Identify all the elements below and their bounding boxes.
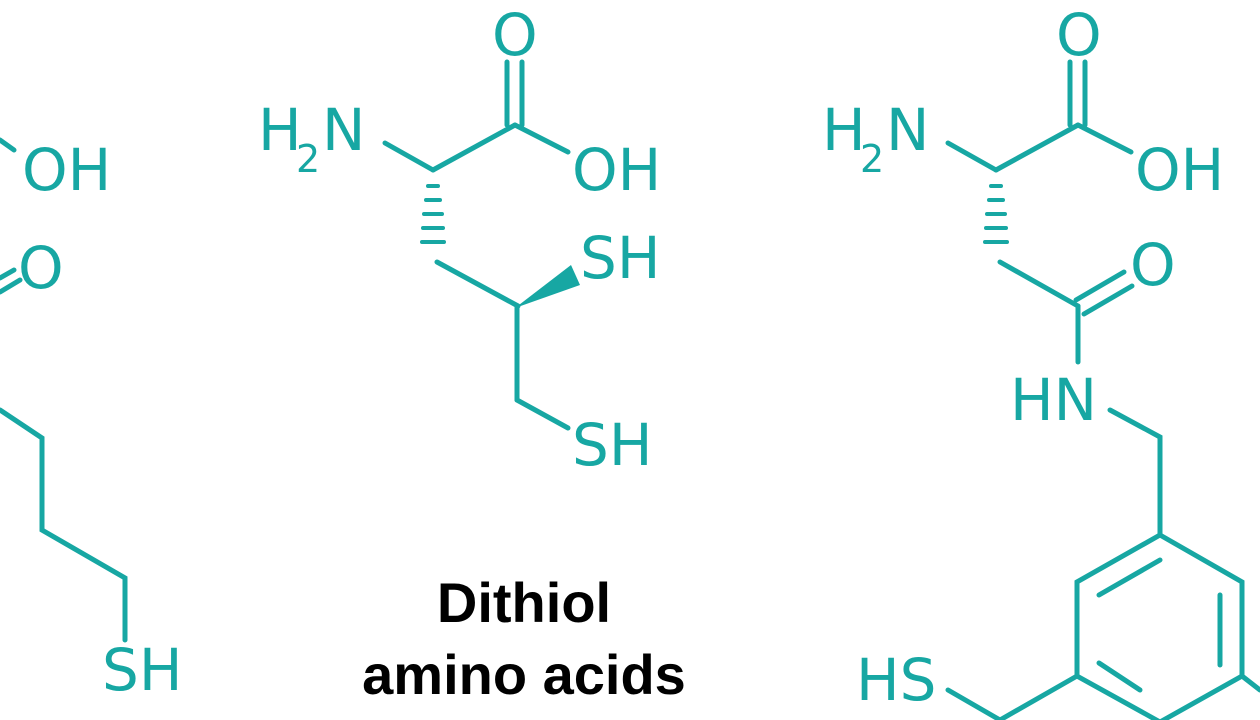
right-benzene-double-3 (1096, 660, 1143, 693)
middle-amine-h-label: H (258, 96, 302, 164)
left-bond-carbonyl-b (0, 277, 23, 295)
right-amine-n-label: N (886, 96, 929, 164)
right-amide-nh-label: HN (1010, 366, 1097, 434)
left-bond-carbonyl-a (0, 267, 17, 281)
middle-solid-wedge (515, 265, 580, 308)
right-bond-ring-exit (1239, 673, 1260, 693)
right-bond-cbeta-camide (997, 259, 1081, 309)
right-bond-n-ch2 (1107, 407, 1163, 538)
right-bond-n-calpha (945, 140, 999, 173)
right-amine-h-label: H (822, 96, 866, 164)
left-bond-acid (0, 137, 17, 153)
right-hydroxyl-label: OH (1135, 136, 1224, 204)
middle-hashed-wedge (420, 184, 446, 244)
right-molecule: H 2 N O OH O HN HS (822, 1, 1260, 720)
middle-molecule: H 2 N O OH SH SH (258, 1, 661, 479)
right-benzene-ring (1074, 532, 1245, 720)
caption: Dithiol amino acids (362, 571, 686, 706)
caption-line-2: amino acids (362, 643, 686, 706)
right-benzene-double-1 (1096, 557, 1163, 598)
right-amine-subscript: 2 (860, 137, 884, 181)
right-bond-amide-co-b (1081, 283, 1135, 317)
right-thiol-label: HS (856, 646, 936, 714)
left-alkyl-chain (0, 407, 128, 643)
right-carbonyl-o-label: O (1056, 1, 1102, 69)
middle-bond-calpha-ccarb (430, 122, 518, 173)
right-amide-o-label: O (1130, 231, 1176, 299)
right-bond-calpha-ccarb (993, 122, 1081, 173)
middle-bond-n-calpha (382, 140, 436, 173)
right-bond-c-oh (1075, 122, 1134, 155)
right-bond-ring-ch2 (997, 673, 1080, 720)
middle-carbonyl-o-label: O (492, 1, 538, 69)
middle-amine-n-label: N (322, 96, 365, 164)
middle-thiol-top-label: SH (580, 224, 660, 292)
middle-hydroxyl-label: OH (572, 136, 661, 204)
middle-thiol-bottom-label: SH (572, 411, 652, 479)
right-hashed-wedge (983, 184, 1009, 244)
left-molecule: OH O SH (0, 136, 182, 704)
middle-bond-cbeta-cgamma (434, 259, 521, 309)
left-carbonyl-o-label: O (18, 234, 64, 302)
left-thiol-label: SH (102, 636, 182, 704)
right-bond-amide-co-a (1073, 269, 1127, 303)
left-hydroxyl-label: OH (22, 136, 111, 204)
middle-amine-subscript: 2 (296, 137, 320, 181)
caption-line-1: Dithiol (437, 571, 611, 634)
middle-bond-cdelta-s (514, 397, 571, 431)
middle-bond-c-oh (512, 122, 571, 155)
right-bond-ch2-s (945, 687, 1003, 720)
